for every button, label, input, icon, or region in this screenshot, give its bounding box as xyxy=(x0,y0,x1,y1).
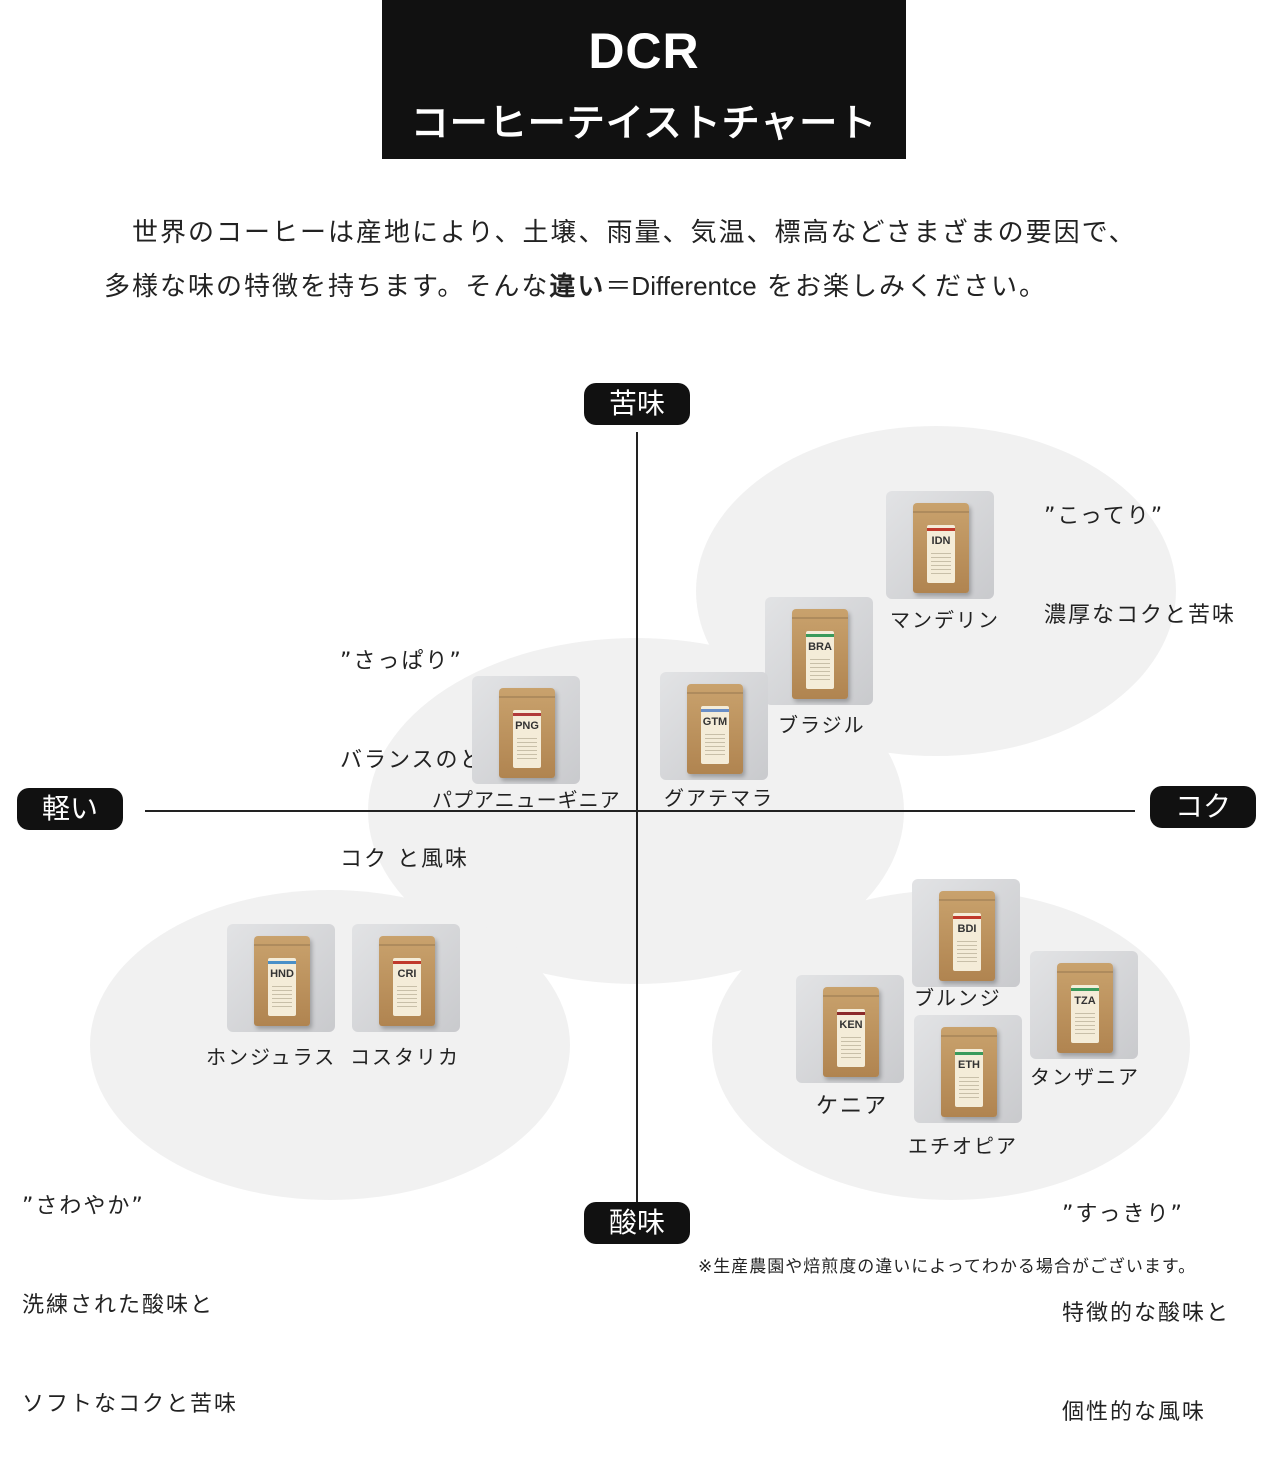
coffee-card-bdi: BDI xyxy=(912,879,1020,987)
origin-stripe xyxy=(393,961,421,964)
coffee-card-eth: ETH xyxy=(914,1015,1022,1123)
coffee-name-cri: コスタリカ xyxy=(350,1045,460,1069)
coffee-name-tza: タンザニア xyxy=(1030,1065,1140,1089)
group-sukkiri: ”すっきり” 特徴的な酸味と 個性的な風味 xyxy=(1062,1132,1230,1462)
intro-difference: ＝Differentce xyxy=(605,271,757,301)
coffee-card-bra: BRA xyxy=(765,597,873,705)
origin-stripe xyxy=(927,528,955,531)
origin-code: IDN xyxy=(931,535,951,547)
coffee-name-hnd: ホンジュラス xyxy=(206,1045,337,1069)
origin-code: KEN xyxy=(839,1019,863,1031)
coffee-bag-icon: ETH xyxy=(941,1027,997,1117)
horizontal-axis xyxy=(145,810,1135,812)
coffee-bag-icon: TZA xyxy=(1057,963,1113,1053)
coffee-card-hnd: HND xyxy=(227,924,335,1032)
coffee-bag-icon: HND xyxy=(254,936,310,1026)
coffee-name-bdi: ブルンジ xyxy=(914,986,1002,1010)
origin-stripe xyxy=(268,961,296,964)
origin-code: ETH xyxy=(958,1059,980,1071)
group-kotteri-title: ”こってり” xyxy=(1044,504,1165,529)
chart-title: コーヒーテイストチャート xyxy=(410,101,878,145)
intro-line-1: 世界のコーヒーは産地により、土壌、雨量、気温、標高などさまざまの要因で、 xyxy=(132,218,1137,248)
axis-label-bitter: 苦味 xyxy=(584,383,690,425)
origin-code: CRI xyxy=(397,968,417,980)
group-kotteri-desc: 濃厚なコクと苦味 xyxy=(1044,603,1237,628)
coffee-card-ken: KEN xyxy=(796,975,904,1083)
group-sawayaka-desc-1: 洗練された酸味と xyxy=(22,1293,215,1318)
coffee-bag-icon: GTM xyxy=(687,684,743,774)
coffee-name-idn: マンデリン xyxy=(890,608,1000,632)
origin-stripe xyxy=(955,1052,983,1055)
group-sukkiri-desc-2: 個性的な風味 xyxy=(1062,1400,1207,1425)
origin-stripe xyxy=(953,916,981,919)
coffee-card-idn: IDN xyxy=(886,491,994,599)
footnote: ※生産農園や焙煎度の違いによってわかる場合がございます。 xyxy=(698,1257,1197,1277)
coffee-bag-icon: IDN xyxy=(913,503,969,593)
origin-code: HND xyxy=(270,968,294,980)
origin-code: BRA xyxy=(808,641,832,653)
coffee-bag-icon: BDI xyxy=(939,891,995,981)
origin-code: PNG xyxy=(515,720,539,732)
origin-stripe xyxy=(1071,988,1099,991)
origin-code: BDI xyxy=(957,923,977,935)
title-banner: DCR コーヒーテイストチャート xyxy=(382,0,906,159)
coffee-bag-icon: CRI xyxy=(379,936,435,1026)
coffee-card-gtm: GTM xyxy=(660,672,768,780)
group-sawayaka-title: ”さわやか” xyxy=(22,1194,145,1219)
origin-stripe xyxy=(513,713,541,716)
origin-stripe xyxy=(837,1012,865,1015)
coffee-name-ken: ケニア xyxy=(816,1094,889,1119)
coffee-bag-icon: KEN xyxy=(823,987,879,1077)
intro-line-2: 多様な味の特徴を持ちます。そんな違い＝Differentce をお楽しみください… xyxy=(104,266,1224,303)
coffee-card-cri: CRI xyxy=(352,924,460,1032)
group-sappari-title: ”さっぱり” xyxy=(340,649,463,674)
axis-label-acidity: 酸味 xyxy=(584,1202,690,1244)
coffee-card-tza: TZA xyxy=(1030,951,1138,1059)
coffee-bag-icon: BRA xyxy=(792,609,848,699)
intro-emphasis: 違い xyxy=(549,272,606,302)
origin-code: GTM xyxy=(702,716,728,728)
group-sukkiri-desc-1: 特徴的な酸味と xyxy=(1062,1301,1231,1326)
intro-line-2-end: をお楽しみください。 xyxy=(766,272,1047,302)
intro-line-2-start: 多様な味の特徴を持ちます。そんな xyxy=(104,272,550,302)
origin-stripe xyxy=(806,634,834,637)
origin-code: TZA xyxy=(1074,995,1096,1007)
group-sawayaka: ”さわやか” 洗練された酸味と ソフトなコクと苦味 xyxy=(22,1124,238,1454)
coffee-name-bra: ブラジル xyxy=(778,713,866,737)
coffee-name-gtm: グアテマラ xyxy=(664,786,774,810)
origin-stripe xyxy=(701,709,729,712)
vertical-axis xyxy=(636,432,638,1202)
brand-title: DCR xyxy=(588,23,700,79)
coffee-card-png: PNG xyxy=(472,676,580,784)
coffee-name-eth: エチオピア xyxy=(908,1134,1018,1158)
axis-label-body: コク xyxy=(1150,786,1256,828)
axis-label-light: 軽い xyxy=(17,788,123,830)
group-sawayaka-desc-2: ソフトなコクと苦味 xyxy=(22,1392,239,1417)
group-sappari-desc-2: コク と風味 xyxy=(340,847,469,872)
group-sukkiri-title: ”すっきり” xyxy=(1062,1202,1184,1227)
coffee-name-png: パプアニューギニア xyxy=(432,788,621,812)
group-kotteri: ”こってり” 濃厚なコクと苦味 xyxy=(1044,434,1236,665)
coffee-bag-icon: PNG xyxy=(499,688,555,778)
